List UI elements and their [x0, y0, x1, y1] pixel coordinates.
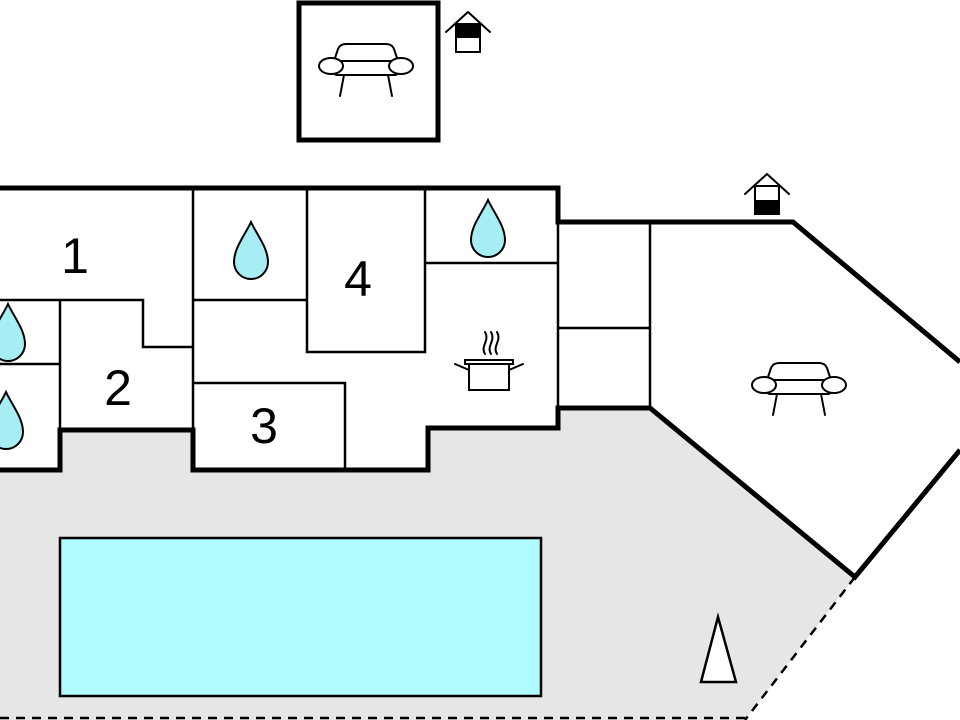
water-drop-icon: [232, 219, 270, 280]
house-icon: [445, 11, 491, 53]
property-boundary: [0, 576, 856, 720]
room-number-2: 2: [104, 360, 132, 416]
sofa-icon: [751, 362, 847, 416]
water-drop-icon: [469, 197, 507, 258]
detached-lounge: [296, 0, 441, 143]
room-number-4: 4: [344, 251, 372, 307]
cooking-pot-icon: [454, 331, 524, 391]
interior-walls: [0, 188, 652, 470]
house-icon: [744, 173, 790, 215]
room-number-3: 3: [250, 398, 278, 454]
tree-icon: [699, 612, 738, 684]
room-number-1: 1: [61, 228, 89, 284]
house-bottom-wall: [0, 405, 960, 581]
swimming-pool: [58, 536, 543, 698]
sofa-icon: [318, 43, 414, 97]
water-drop-icon: [0, 389, 25, 450]
water-drop-icon: [0, 301, 27, 362]
